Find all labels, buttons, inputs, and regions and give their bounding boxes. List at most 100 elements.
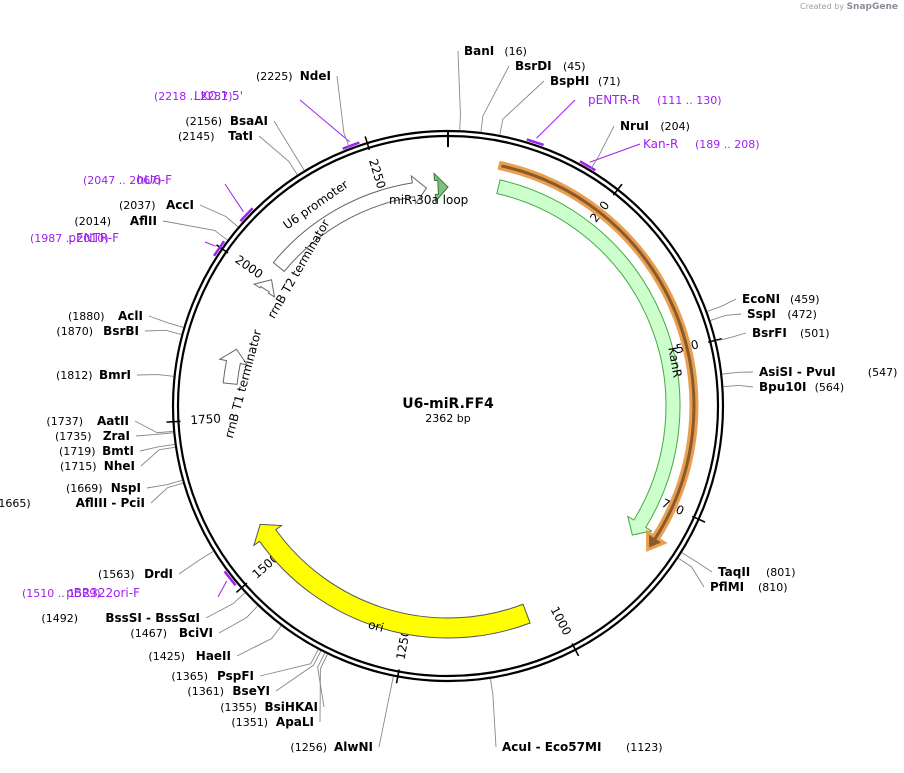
site-leader bbox=[710, 313, 742, 321]
site-position: (1123) bbox=[626, 741, 663, 754]
tick-label: 1750 bbox=[190, 412, 221, 428]
primer-range: (189 .. 208) bbox=[695, 138, 760, 151]
site-leader bbox=[259, 649, 319, 677]
feature-label-rrnb-t2: rrnB T2 terminator bbox=[265, 217, 333, 321]
site-position: (71) bbox=[598, 75, 621, 88]
site-position: (1737) bbox=[46, 415, 83, 428]
site-position: (1669) bbox=[66, 482, 103, 495]
site-position: (564) bbox=[815, 381, 845, 394]
site-position: (1665) bbox=[0, 497, 31, 510]
site-position: (810) bbox=[758, 581, 788, 594]
tick-label: 2000 bbox=[232, 253, 265, 282]
site-leader bbox=[144, 329, 182, 335]
site-name: AccI bbox=[166, 198, 194, 212]
feature-u6-promoter bbox=[272, 174, 428, 273]
site-leader bbox=[275, 650, 322, 692]
site-leader bbox=[489, 678, 497, 748]
site-position: (2037) bbox=[119, 199, 156, 212]
site-position: (472) bbox=[787, 308, 817, 321]
primer-marker bbox=[223, 570, 237, 587]
site-name: BssSI - BssSαI bbox=[105, 611, 200, 625]
credit-prefix: Created by bbox=[800, 2, 845, 11]
site-name: BsrBI bbox=[103, 324, 139, 338]
primer-leader bbox=[536, 99, 576, 139]
site-name: PspFI bbox=[217, 669, 254, 683]
site-name: ZraI bbox=[103, 429, 130, 443]
site-position: (459) bbox=[790, 293, 820, 306]
primer-name: pENTR-F bbox=[68, 231, 119, 245]
site-name: AflII bbox=[130, 214, 157, 228]
site-name: BmtI bbox=[102, 444, 134, 458]
tick-mark bbox=[235, 582, 248, 594]
primer-leader bbox=[217, 580, 228, 598]
site-position: (1735) bbox=[55, 430, 92, 443]
site-leader bbox=[723, 384, 754, 388]
site-position: (1563) bbox=[98, 568, 135, 581]
feature-kanr-orf bbox=[497, 160, 699, 552]
site-name: TatI bbox=[228, 129, 253, 143]
plasmid-name: U6-miR.FF4 bbox=[402, 396, 494, 412]
site-name: PflMI bbox=[710, 580, 744, 594]
primer-name: pENTR-R bbox=[588, 93, 640, 107]
sites-layer: BanI(16)BsrDI(45)BspHI(71)NruI(204)EcoNI… bbox=[0, 44, 897, 754]
site-leader bbox=[336, 75, 351, 149]
tick-label: 1250 bbox=[394, 628, 413, 661]
site-leader bbox=[199, 204, 239, 228]
site-name: BsaAI bbox=[230, 114, 268, 128]
site-name: HaeII bbox=[196, 649, 231, 663]
site-position: (2145) bbox=[178, 130, 215, 143]
primer-marker bbox=[239, 207, 254, 222]
site-name: BmrI bbox=[99, 368, 131, 382]
site-position: (1880) bbox=[68, 310, 105, 323]
feature-rrnb-t2 bbox=[252, 279, 276, 298]
site-name: BsrFI bbox=[752, 326, 787, 340]
site-name: AlwNI bbox=[334, 740, 373, 754]
site-name: Bpu10I bbox=[759, 380, 806, 394]
site-name: AsiSI - PvuI bbox=[759, 365, 836, 379]
site-leader bbox=[678, 557, 705, 588]
site-position: (2014) bbox=[74, 215, 111, 228]
site-name: TaqII bbox=[718, 565, 750, 579]
primer-range: (1987 .. 2010) bbox=[30, 232, 109, 245]
primer-leader bbox=[589, 143, 641, 163]
site-position: (16) bbox=[504, 45, 527, 58]
tick-mark bbox=[691, 515, 706, 523]
site-name: BsiHKAI bbox=[265, 700, 319, 714]
primer-range: (111 .. 130) bbox=[657, 94, 722, 107]
plasmid-length: 2362 bp bbox=[425, 412, 470, 425]
site-name: BciVI bbox=[179, 626, 213, 640]
site-name: BseYI bbox=[232, 684, 270, 698]
site-leader bbox=[258, 135, 298, 175]
site-position: (1365) bbox=[171, 670, 208, 683]
site-leader bbox=[140, 446, 176, 467]
primer-name: pBR322ori-F bbox=[66, 586, 140, 600]
site-position: (547) bbox=[868, 366, 898, 379]
site-position: (45) bbox=[563, 60, 586, 73]
snapgene-credit: Created by SnapGene bbox=[800, 2, 898, 12]
site-leader bbox=[499, 80, 545, 135]
primer-marker bbox=[579, 160, 596, 172]
primer-marker bbox=[342, 141, 360, 150]
tick-mark bbox=[216, 244, 229, 254]
feature-label-kanr: KanR bbox=[665, 346, 684, 379]
site-leader bbox=[707, 298, 737, 312]
site-leader bbox=[273, 120, 305, 171]
primer-range: (2218 .. 2237) bbox=[154, 90, 233, 103]
site-position: (1812) bbox=[56, 369, 93, 382]
site-position: (1361) bbox=[187, 685, 224, 698]
primer-name: Kan-R bbox=[643, 137, 678, 151]
site-leader bbox=[139, 443, 175, 452]
primer-leader bbox=[299, 99, 350, 143]
tick-label: 1000 bbox=[548, 604, 575, 638]
site-name: EcoNI bbox=[742, 292, 780, 306]
site-name: ApaLI bbox=[276, 715, 314, 729]
site-position: (1467) bbox=[130, 627, 167, 640]
site-name: NruI bbox=[620, 119, 649, 133]
site-position: (1492) bbox=[41, 612, 78, 625]
site-leader bbox=[317, 652, 326, 708]
site-leader bbox=[378, 676, 394, 748]
primer-range: (1510 .. 1529) bbox=[22, 587, 101, 600]
feature-rrnb-t1 bbox=[218, 348, 249, 385]
